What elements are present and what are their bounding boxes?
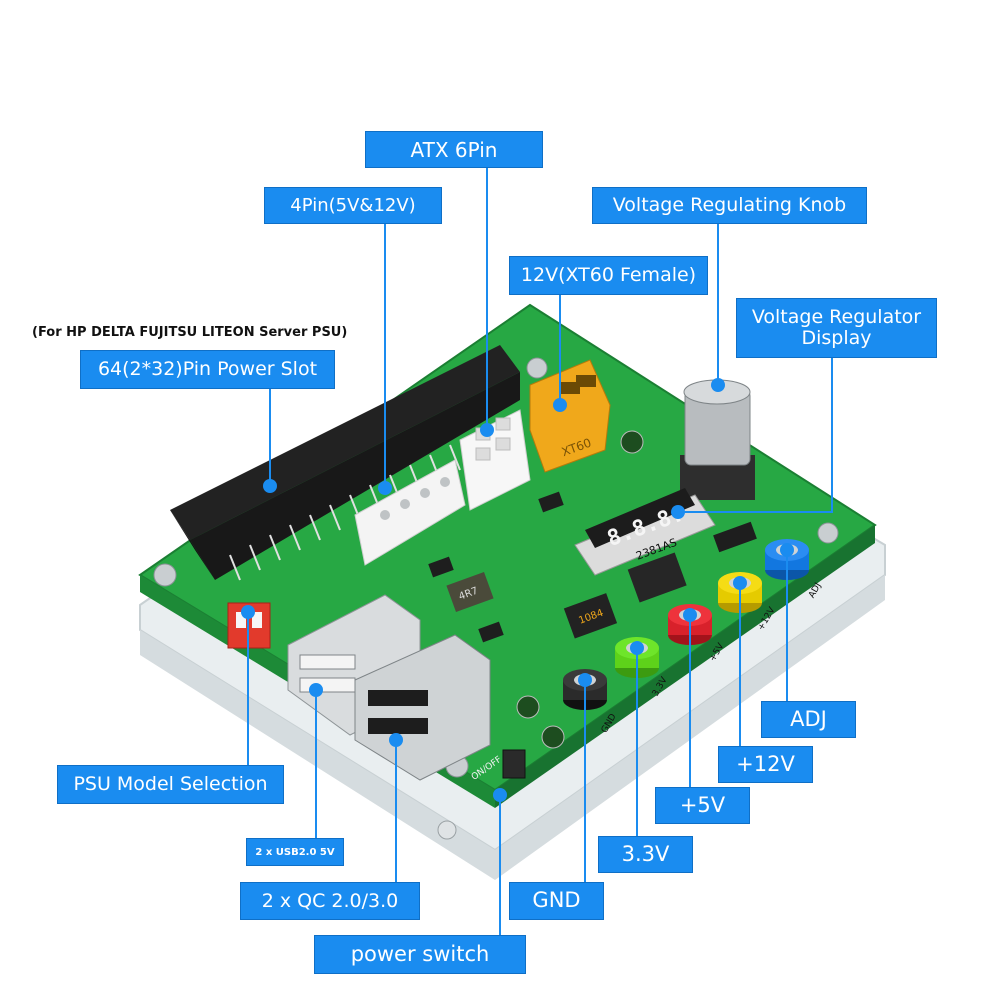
label-3v3: 3.3V <box>598 836 693 873</box>
pcb-board-edge-right <box>495 525 875 808</box>
label-voltage-knob: Voltage Regulating Knob <box>592 187 867 224</box>
dip-switch-lever <box>252 612 262 628</box>
four-pin-connector <box>354 459 466 566</box>
leader-lines <box>247 165 833 935</box>
screw <box>437 820 457 840</box>
label-regulator-display: Voltage Regulator Display <box>736 298 937 358</box>
power-slot-connector <box>170 345 520 540</box>
leader-dot <box>480 423 494 437</box>
leader-dot <box>630 641 644 655</box>
leader-dot <box>733 576 747 590</box>
leader-dot <box>263 479 277 493</box>
label-usb2: 2 x USB2.0 5V <box>246 838 344 866</box>
qc-ports <box>354 634 491 781</box>
screw <box>153 563 177 587</box>
label-power-slot: 64(2*32)Pin Power Slot <box>80 350 335 389</box>
xt60-connector <box>529 359 611 473</box>
leader-dot <box>553 398 567 412</box>
power-slot-connector-front <box>170 510 215 580</box>
four-pin-contacts <box>380 477 450 520</box>
label-adj: ADJ <box>761 701 856 738</box>
label-xt60: 12V(XT60 Female) <box>509 256 708 295</box>
qc-port-slot <box>368 690 428 706</box>
leader-dot <box>309 683 323 697</box>
label-atx-6pin: ATX 6Pin <box>365 131 543 168</box>
smd-ic <box>713 521 757 553</box>
label-plus-5v: +5V <box>655 787 750 824</box>
screw <box>817 522 839 544</box>
label-psu-model: PSU Model Selection <box>57 765 284 804</box>
smd-ic <box>538 491 564 513</box>
label-plus-12v: +12V <box>718 746 813 783</box>
xt60-socket <box>576 375 596 387</box>
regulator-ic <box>563 593 618 639</box>
leader-dot <box>683 608 697 622</box>
usb2-port-slot <box>299 654 356 670</box>
capacitor <box>541 725 565 749</box>
leader-endpoints <box>241 378 794 802</box>
usb2-port-slot <box>299 677 356 693</box>
smd-ic <box>478 621 504 643</box>
display-screen <box>585 488 695 548</box>
label-gnd: GND <box>509 882 604 920</box>
capacitor <box>620 430 644 454</box>
inductor <box>446 572 494 612</box>
leader-dot <box>378 481 392 495</box>
label-power-switch: power switch <box>314 935 526 974</box>
leader-dot <box>780 543 794 557</box>
acrylic-base-edge <box>140 575 885 880</box>
leader-dot <box>493 788 507 802</box>
qc-port-slot <box>368 718 428 734</box>
dip-switch-lever <box>236 612 246 628</box>
screw <box>526 357 548 379</box>
label-four-pin: 4Pin(5V&12V) <box>264 187 442 224</box>
leader-dot <box>578 673 592 687</box>
leader-display <box>678 358 833 513</box>
leader-dot <box>671 505 685 519</box>
smd-ic <box>428 556 454 578</box>
power-mosfet <box>627 552 687 603</box>
leader-dot <box>389 733 403 747</box>
label-qc: 2 x QC 2.0/3.0 <box>240 882 420 920</box>
power-switch-button <box>502 749 526 779</box>
leader-dot <box>241 605 255 619</box>
psu-compatibility-note: (For HP DELTA FUJITSU LITEON Server PSU) <box>32 325 348 340</box>
power-slot-connector-face <box>190 372 520 580</box>
xt60-socket <box>560 382 580 394</box>
leader-dot <box>711 378 725 392</box>
capacitor <box>516 695 540 719</box>
